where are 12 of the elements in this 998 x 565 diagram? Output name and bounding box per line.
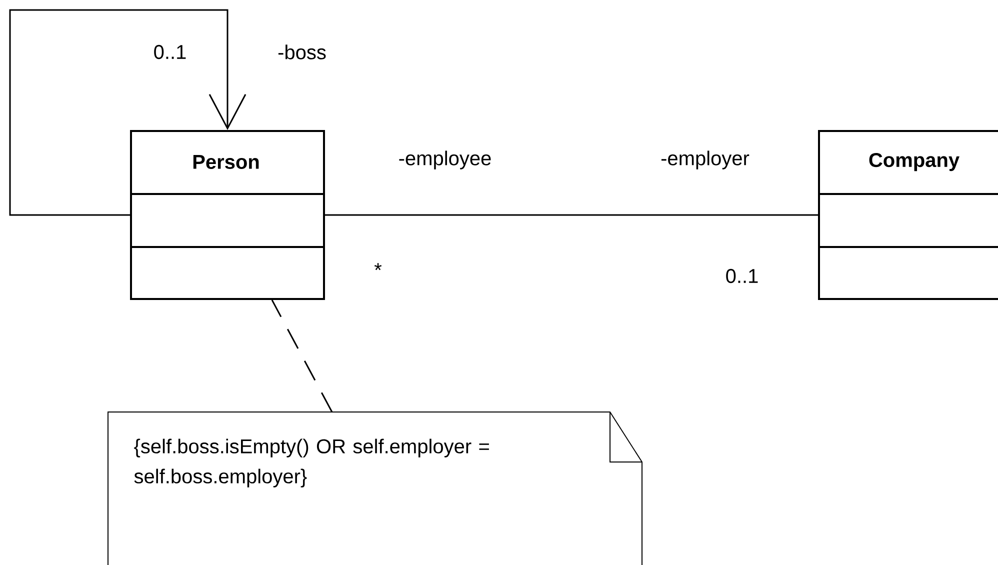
role-label: -boss [278, 44, 326, 60]
role-label: 0..1 [154, 44, 186, 60]
role-label: -employer [661, 150, 750, 170]
class-box: Company [818, 130, 998, 300]
association-line [325, 214, 818, 216]
note-box: {self.boss.isEmpty() OR self.employer = self.boss.employer} [108, 412, 642, 565]
class-box: Person [130, 130, 325, 300]
role-label: * [374, 263, 382, 270]
anchor-line [271, 300, 333, 412]
role-label: 0..1 [726, 268, 758, 284]
self-association-arrow [9, 9, 246, 216]
role-label: -employee [399, 150, 491, 170]
